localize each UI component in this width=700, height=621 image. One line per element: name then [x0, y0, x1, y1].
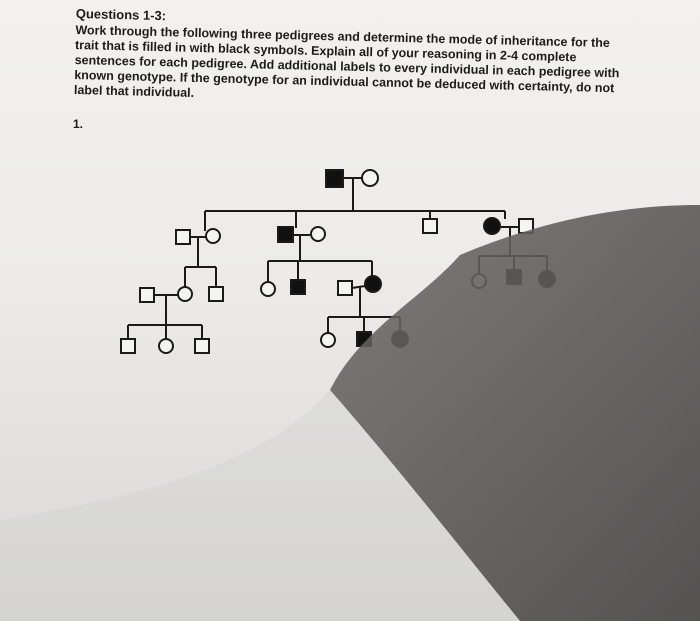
individual-III-2-female — [177, 286, 193, 302]
individual-I-1-male-affected — [325, 169, 344, 188]
pedigree-lines — [127, 177, 548, 339]
individual-II-4-female — [310, 226, 326, 242]
individual-IV-5-male-affected — [356, 331, 372, 347]
individual-II-6-female-affected — [483, 217, 501, 235]
individual-IV-3-male — [194, 338, 210, 354]
individual-III-6-male — [337, 280, 353, 296]
mating-line-III-b — [351, 285, 366, 289]
individual-II-2-female — [205, 228, 221, 244]
item-number: 1. — [73, 117, 84, 131]
individual-III-5-male-affected — [290, 279, 306, 295]
individual-III-9-male-affected — [506, 269, 522, 285]
individual-III-7-female-affected — [364, 275, 382, 293]
individual-III-8-female — [471, 273, 487, 289]
individual-II-5-male — [422, 218, 438, 234]
individual-IV-6-female-affected — [391, 330, 409, 348]
individual-IV-4-female — [320, 332, 336, 348]
individual-III-4-female — [260, 281, 276, 297]
individual-III-1-male — [139, 287, 155, 303]
individual-III-10-female-affected — [538, 270, 556, 288]
individual-IV-2-female — [158, 338, 174, 354]
individual-II-3-male-affected — [277, 226, 294, 243]
individual-II-1-male — [175, 229, 191, 245]
individual-II-7-male — [518, 218, 534, 234]
individual-IV-1-male — [120, 338, 136, 354]
individual-I-2-female — [361, 169, 379, 187]
individual-III-3-male — [208, 286, 224, 302]
